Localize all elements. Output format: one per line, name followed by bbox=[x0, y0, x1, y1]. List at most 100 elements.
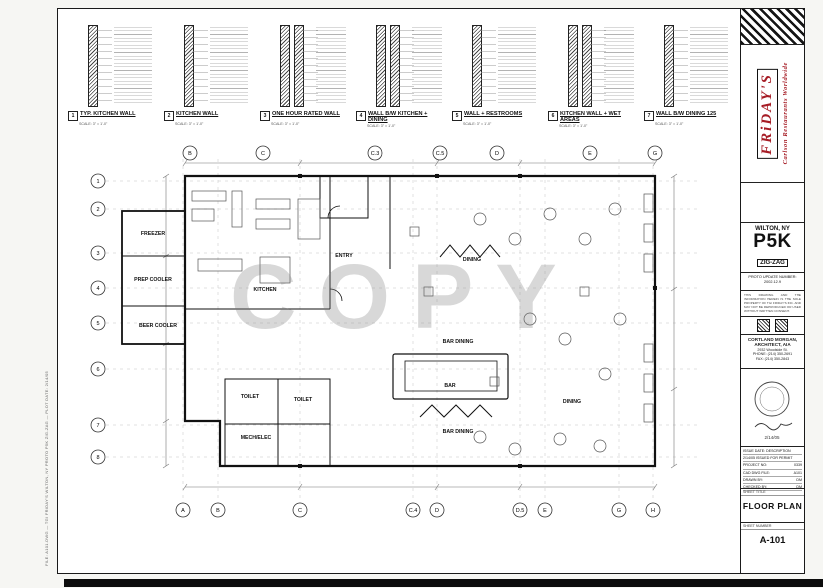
leader-lines bbox=[399, 30, 414, 102]
detail-number: 2 bbox=[164, 111, 174, 121]
project-number-row: PROJECT NO:0339 bbox=[743, 462, 802, 470]
issue-block: ISSUE DATE: DESCRIPTION 2/14/05 ISSUED F… bbox=[741, 447, 804, 492]
grid-bubbles-top: B C C.3 C.5 D E G bbox=[182, 145, 663, 161]
leader-lines bbox=[97, 30, 112, 102]
detail-title: WALL B/W DINING 125 bbox=[656, 111, 717, 117]
kitchen-equipment bbox=[191, 190, 321, 284]
mini-logos-row bbox=[741, 317, 804, 335]
detail-scale: SCALE: 3" = 1'-0" bbox=[79, 122, 108, 126]
leader-lines bbox=[193, 30, 208, 102]
revision-space bbox=[741, 183, 804, 223]
svg-text:D: D bbox=[495, 151, 499, 157]
detail-label: 1 TYP. KITCHEN WALL bbox=[68, 111, 160, 121]
annotation-text-lines bbox=[412, 27, 442, 105]
detail-label: 5 WALL + RESTROOMS bbox=[452, 111, 544, 121]
file-side-note: FILE: A101.DWG — TGI FRIDAY'S WILTON, NY… bbox=[44, 370, 49, 566]
proto-update-block: PROTO UPDATE NUMBER: 2002.12.9 bbox=[741, 273, 804, 291]
room-label-bar: BAR bbox=[444, 383, 455, 389]
detail-number: 3 bbox=[260, 111, 270, 121]
tgif-stripes-logo bbox=[741, 9, 804, 45]
room-label-toilet-b: TOILET bbox=[294, 397, 313, 403]
room-label-entry: ENTRY bbox=[335, 253, 353, 259]
dimension-lines bbox=[162, 159, 678, 491]
signature-scribble bbox=[754, 422, 793, 431]
svg-text:8: 8 bbox=[96, 455, 99, 461]
sheet-number-block: SHEET NUMBER A-101 bbox=[741, 523, 804, 573]
sheet-number: A-101 bbox=[759, 535, 786, 546]
leader-lines bbox=[481, 30, 496, 102]
detail-label: 3 ONE HOUR RATED WALL bbox=[260, 111, 352, 121]
detail-label: 7 WALL B/W DINING 125 bbox=[644, 111, 736, 121]
svg-text:C.3: C.3 bbox=[371, 151, 380, 157]
room-labels: FREEZER PREP COOLER BEER COOLER KITCHEN … bbox=[134, 231, 581, 441]
detail-scale: SCALE: 3" = 1'-0" bbox=[655, 122, 684, 126]
svg-text:5: 5 bbox=[96, 321, 99, 327]
grid-bubbles-bottom: A B C C.4 D D.5 E G H bbox=[175, 502, 661, 518]
room-label-beer-cooler: BEER COOLER bbox=[139, 323, 177, 329]
detail-label: 6 KITCHEN WALL + WET AREAS bbox=[548, 111, 640, 123]
wall-detail-panel-1: 1 TYP. KITCHEN WALL SCALE: 3" = 1'-0" bbox=[66, 21, 162, 143]
svg-text:3: 3 bbox=[96, 251, 99, 257]
leader-lines bbox=[303, 30, 318, 102]
room-label-prep-cooler: PREP COOLER bbox=[134, 277, 172, 283]
issue-row: 2/14/05 ISSUED FOR PERMIT bbox=[743, 455, 802, 463]
tgif-mini-logo-icon bbox=[775, 319, 788, 332]
detail-title: WALL + RESTROOMS bbox=[464, 111, 523, 117]
annotation-text-lines bbox=[604, 27, 634, 105]
title-block: FRiDAY'S Carlson Restaurants Worldwide W… bbox=[740, 9, 804, 573]
svg-text:E: E bbox=[543, 508, 547, 514]
architect-name: CORTLAND MORGAN, bbox=[747, 337, 798, 342]
grid-bubbles-left: 1 2 3 4 5 6 7 8 bbox=[90, 173, 106, 465]
detail-scale: SCALE: 3" = 1'-0" bbox=[271, 122, 300, 126]
room-label-bar-dining-a: BAR DINING bbox=[443, 339, 474, 345]
svg-text:C.5: C.5 bbox=[436, 151, 445, 157]
project-location: WILTON, NY bbox=[755, 226, 790, 232]
brand-section: FRiDAY'S Carlson Restaurants Worldwide bbox=[741, 45, 804, 183]
annotation-text-lines bbox=[690, 27, 728, 105]
hatched-wall-section bbox=[376, 25, 386, 107]
svg-text:C: C bbox=[298, 508, 302, 514]
detail-title: KITCHEN WALL bbox=[176, 111, 219, 117]
brand-tagline: Carlson Restaurants Worldwide bbox=[781, 62, 789, 165]
room-label-dining-a: DINING bbox=[463, 257, 481, 263]
svg-text:1: 1 bbox=[96, 179, 99, 185]
architect-phone: PHONE: (214) 350-2691 bbox=[752, 352, 793, 357]
svg-text:B: B bbox=[216, 508, 220, 514]
wall-detail-strip: 1 TYP. KITCHEN WALL SCALE: 3" = 1'-0" 2 … bbox=[66, 21, 738, 143]
detail-number: 4 bbox=[356, 111, 366, 121]
hatched-wall-section bbox=[280, 25, 290, 107]
svg-text:2: 2 bbox=[96, 207, 99, 213]
detail-number: 5 bbox=[452, 111, 462, 121]
building-walls bbox=[121, 174, 657, 468]
drawn-by-row: DRAWN BY:DM bbox=[743, 477, 802, 484]
detail-title: TYP. KITCHEN WALL bbox=[80, 111, 136, 117]
svg-text:C: C bbox=[261, 151, 265, 157]
svg-text:C.4: C.4 bbox=[409, 508, 418, 514]
floor-plan-area: B C C.3 C.5 D E G A B C C.4 D D.5 E G H bbox=[60, 139, 746, 525]
svg-text:G: G bbox=[653, 151, 657, 157]
wall-detail-panel-7: 7 WALL B/W DINING 125 SCALE: 3" = 1'-0" bbox=[642, 21, 738, 143]
wall-detail-panel-4: 4 WALL B/W KITCHEN + DINING SCALE: 3" = … bbox=[354, 21, 450, 143]
room-label-mech-elec: MECH/ELEC bbox=[241, 435, 272, 441]
wall-section-drawing bbox=[548, 21, 640, 109]
architect-fax: FAX: (214) 350-2843 bbox=[755, 357, 790, 362]
tgif-mini-logo-icon bbox=[757, 319, 770, 332]
store-code: P5K bbox=[753, 231, 792, 252]
sheet-title: FLOOR PLAN bbox=[742, 501, 803, 511]
architect-title: ARCHITECT, AIA bbox=[754, 342, 791, 348]
detail-title: KITCHEN WALL + WET AREAS bbox=[560, 111, 621, 124]
leader-lines bbox=[673, 30, 688, 102]
detail-number: 6 bbox=[548, 111, 558, 121]
sheet-number-label: SHEET NUMBER bbox=[741, 523, 804, 530]
svg-text:A: A bbox=[181, 508, 185, 514]
detail-scale: SCALE: 3" = 1'-0" bbox=[367, 124, 396, 129]
wall-section-drawing bbox=[164, 21, 256, 109]
svg-text:B: B bbox=[188, 151, 192, 157]
legal-disclaimer: THIS DRAWING AND THE INFORMATION HEREIN … bbox=[741, 291, 804, 317]
detail-title: WALL B/W KITCHEN + DINING bbox=[368, 111, 428, 124]
fridays-logo: FRiDAY'S bbox=[756, 68, 778, 159]
room-label-bar-dining-b: BAR DINING bbox=[443, 429, 474, 435]
columns bbox=[298, 174, 657, 468]
grid-lines bbox=[106, 159, 700, 503]
leader-lines bbox=[591, 30, 606, 102]
